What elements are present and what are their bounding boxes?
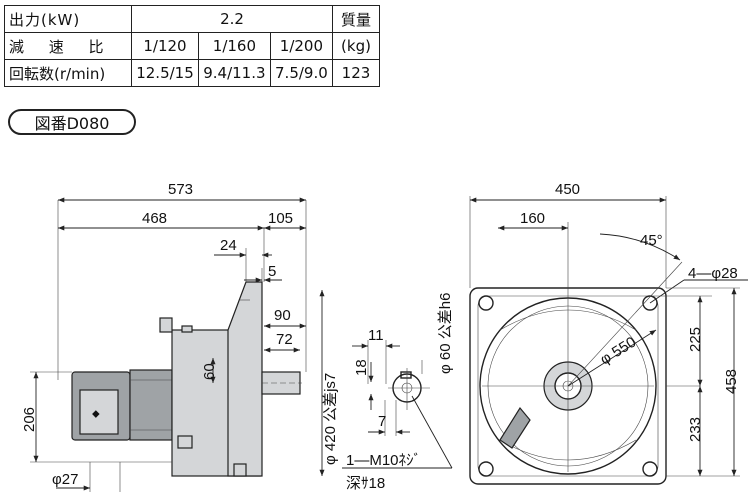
dim-holes: 4—φ28 bbox=[688, 265, 738, 282]
dim-phi420: φ 420 公差js7 bbox=[322, 373, 339, 465]
dim-206: 206 bbox=[21, 407, 38, 432]
terminal-cover bbox=[79, 389, 119, 435]
side-view: ⬥ 573 468 105 24 bbox=[21, 181, 339, 492]
dim-450: 450 bbox=[555, 181, 580, 198]
speed-label: 回転数(r/min) bbox=[4, 59, 132, 87]
dim-90: 90 bbox=[274, 307, 291, 324]
dim-468: 468 bbox=[142, 210, 167, 227]
maker-logo-icon: ⬥ bbox=[92, 408, 100, 420]
mount-hole bbox=[478, 461, 494, 477]
motor-stub bbox=[499, 406, 531, 449]
motor-body bbox=[129, 369, 173, 441]
dim-phi550: φ 550 bbox=[597, 333, 639, 368]
dim-11: 11 bbox=[368, 327, 384, 344]
dim-phi27: φ27 bbox=[52, 471, 78, 488]
spec-table: 出力(kW) 2.2 質量 減 速 比 1/120 1/160 1/200 (k… bbox=[4, 5, 380, 87]
shaft-detail: 11 18 7 φ 60 公差h6 1—M10ﾈｼﾞ 深ｻ18 bbox=[342, 293, 454, 492]
dim-160: 160 bbox=[520, 210, 545, 227]
dim-458: 458 bbox=[723, 369, 740, 394]
tap-label-line1: 1—M10ﾈｼﾞ bbox=[346, 452, 421, 469]
ratio-value: 1/120 bbox=[131, 32, 199, 60]
output-label: 出力(kW) bbox=[4, 5, 132, 33]
front-view: 450 160 45° 4—φ28 φ 550 225 233 458 bbox=[469, 181, 748, 485]
dim-60: 60 bbox=[201, 363, 218, 380]
output-value: 2.2 bbox=[131, 5, 333, 33]
mass-unit: (kg) bbox=[332, 32, 380, 60]
mass-value: 123 bbox=[332, 59, 380, 87]
dim-7: 7 bbox=[378, 413, 386, 430]
ratio-label: 減 速 比 bbox=[4, 32, 132, 60]
dim-72: 72 bbox=[276, 331, 293, 348]
dim-18: 18 bbox=[353, 359, 370, 376]
ratio-value: 1/200 bbox=[269, 32, 334, 60]
dim-225: 225 bbox=[687, 327, 704, 352]
mount-hole bbox=[642, 461, 658, 477]
drawing-number-badge: 図番D080 bbox=[8, 109, 136, 135]
dim-105: 105 bbox=[268, 210, 293, 227]
dim-573: 573 bbox=[168, 181, 193, 198]
dim-5: 5 bbox=[268, 263, 276, 280]
dim-233: 233 bbox=[687, 417, 704, 442]
dim-angle: 45° bbox=[640, 232, 663, 249]
mount-hole bbox=[478, 295, 494, 311]
dim-phi60: φ 60 公差h6 bbox=[437, 293, 454, 374]
speed-value: 9.4/11.3 bbox=[198, 59, 271, 87]
flange bbox=[227, 281, 263, 477]
dim-24: 24 bbox=[220, 237, 237, 254]
tap-label-line2: 深ｻ18 bbox=[346, 475, 385, 492]
speed-value: 12.5/15 bbox=[131, 59, 199, 87]
speed-value: 7.5/9.0 bbox=[269, 59, 334, 87]
